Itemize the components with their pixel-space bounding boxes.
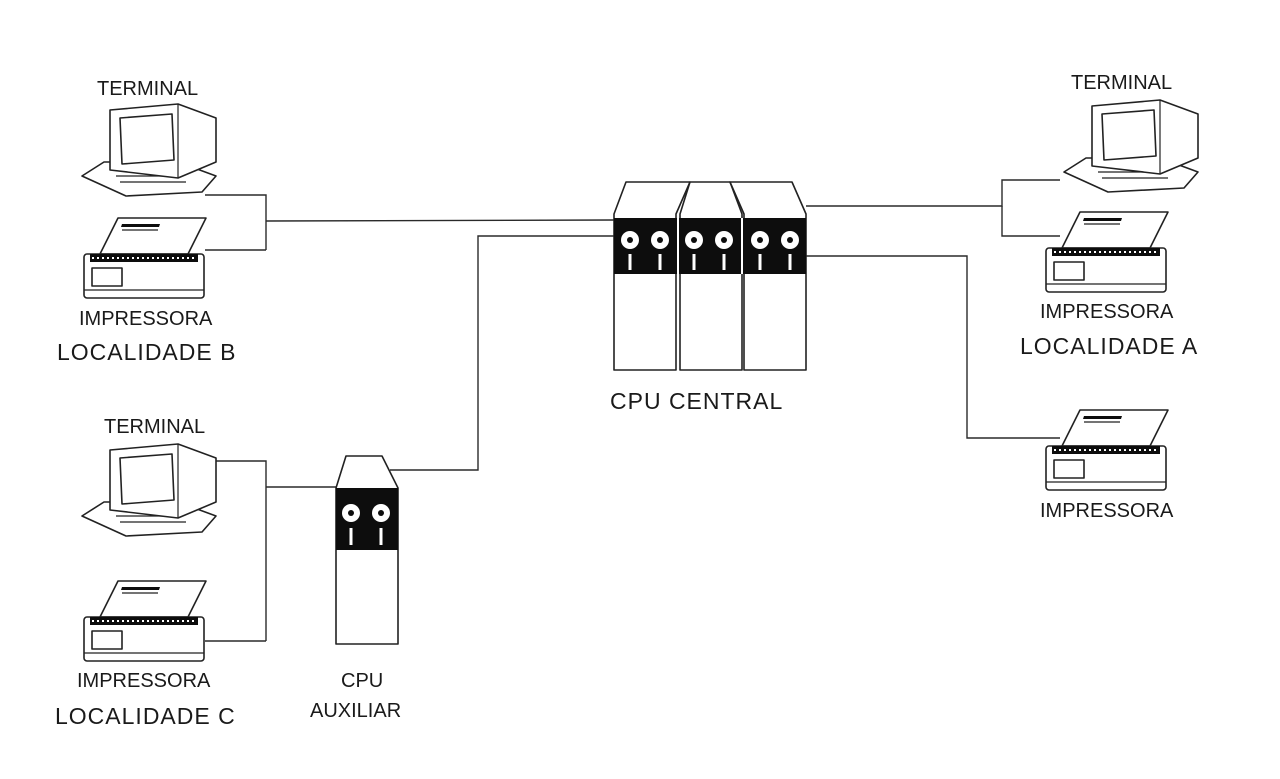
- wire-aux-to-central: [390, 235, 614, 471]
- wire-b-to-central: [265, 219, 615, 222]
- location-a: TERMINAL IMPRESSORA LOCALIDADE A: [1020, 72, 1199, 359]
- printer-a-icon: [1045, 211, 1169, 293]
- cpu-auxiliary: CPU AUXILIAR: [310, 455, 401, 722]
- terminal-c-label: TERMINAL: [104, 416, 205, 438]
- printer-c-label: IMPRESSORA: [77, 670, 211, 692]
- cpu-central-label: CPU CENTRAL: [610, 388, 783, 414]
- location-c: TERMINAL IMPRESSORA LOCALIDADE C: [55, 416, 236, 729]
- cpu-central: CPU CENTRAL: [610, 181, 807, 414]
- terminal-b-icon: [81, 103, 217, 197]
- wire-central-to-printer: [806, 255, 1060, 439]
- standalone-printer-label: IMPRESSORA: [1040, 500, 1174, 522]
- cpu-central-icon: [613, 181, 807, 371]
- printer-a-label: IMPRESSORA: [1040, 301, 1174, 323]
- wire-printer-a: [1001, 206, 1060, 237]
- wire-terminal-b: [205, 194, 267, 250]
- standalone-printer-icon: [1045, 409, 1169, 491]
- location-b: TERMINAL IMPRESSORA LOCALIDADE B: [57, 78, 236, 365]
- cpu-auxiliary-label-line1: CPU: [341, 670, 383, 692]
- terminal-a-icon: [1063, 99, 1199, 193]
- location-c-name: LOCALIDADE C: [55, 703, 236, 729]
- printer-c-icon: [83, 580, 207, 662]
- terminal-a-label: TERMINAL: [1071, 72, 1172, 94]
- wire-central-to-a: [806, 179, 1060, 207]
- cpu-auxiliary-icon: [335, 455, 399, 645]
- printer-b-label: IMPRESSORA: [79, 308, 213, 330]
- wire-terminal-c: [205, 460, 267, 641]
- cpu-auxiliary-label-line2: AUXILIAR: [310, 700, 401, 722]
- terminal-b-label: TERMINAL: [97, 78, 198, 100]
- connection-lines: [205, 179, 1060, 642]
- terminal-c-icon: [81, 443, 217, 537]
- standalone-printer: IMPRESSORA: [1040, 409, 1174, 522]
- location-a-name: LOCALIDADE A: [1020, 333, 1198, 359]
- printer-b-icon: [83, 217, 207, 299]
- location-b-name: LOCALIDADE B: [57, 339, 236, 365]
